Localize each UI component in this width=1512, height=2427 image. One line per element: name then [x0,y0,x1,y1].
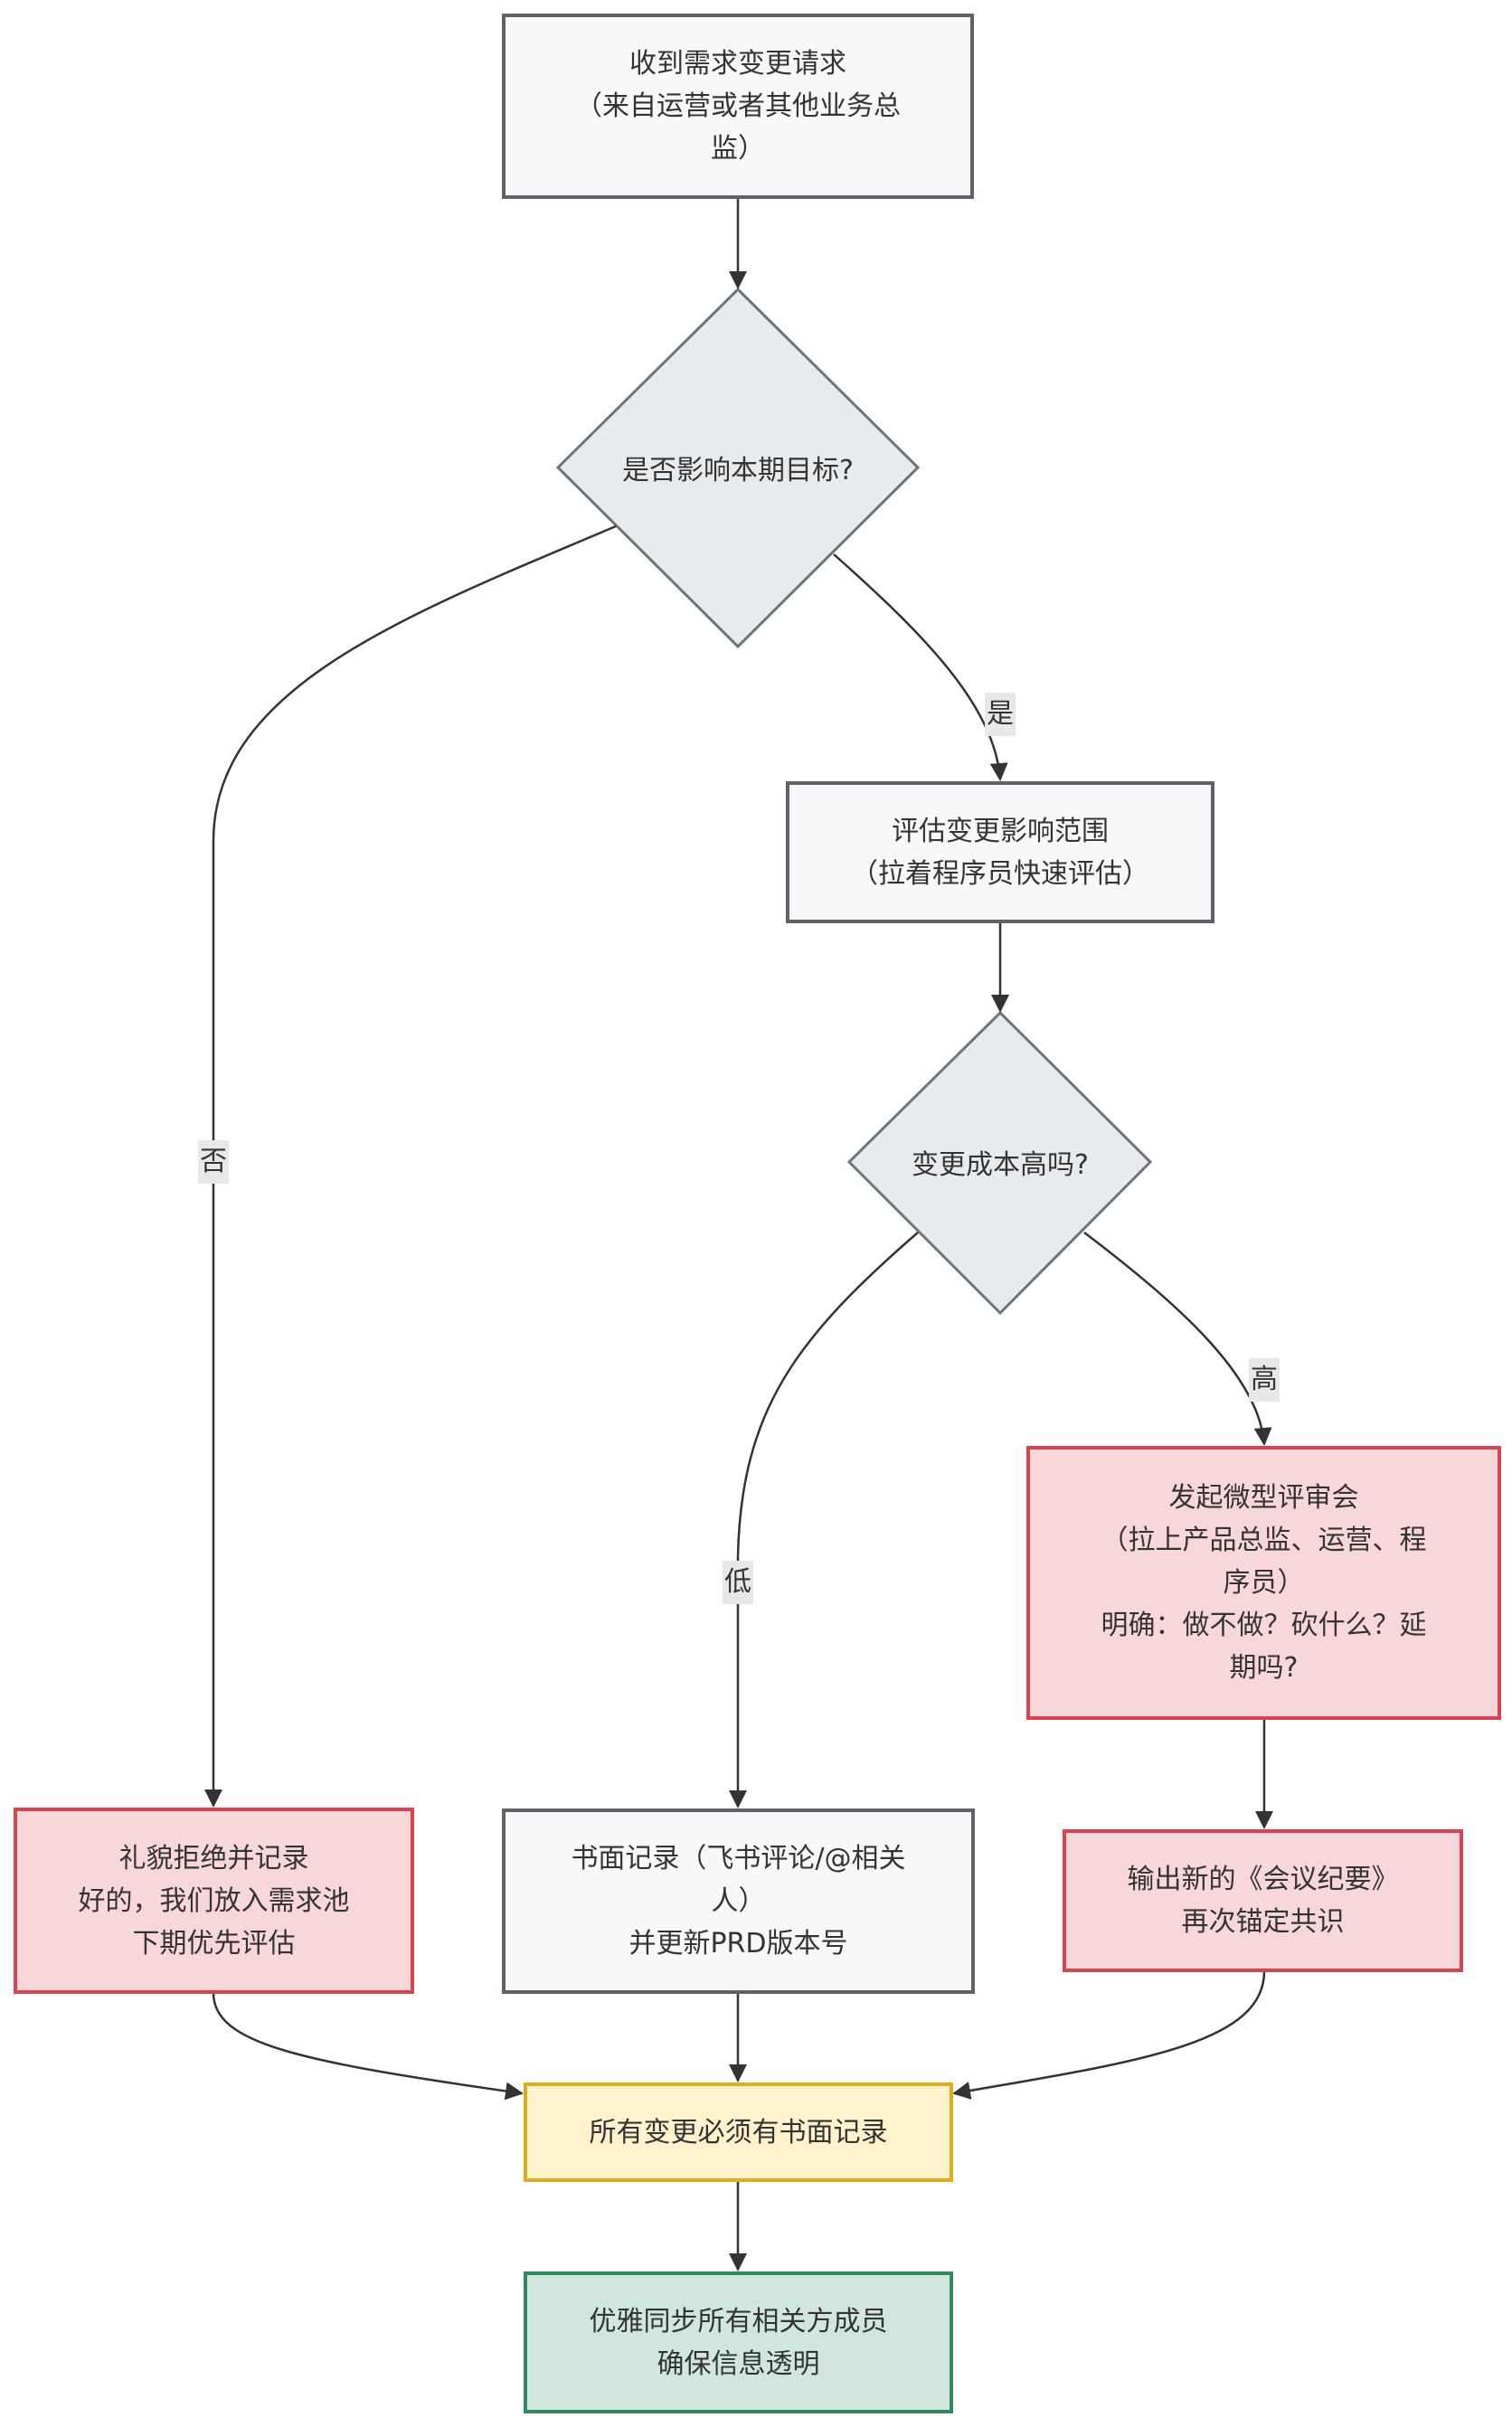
node-must-record-text: 所有变更必须有书面记录 [589,2116,888,2148]
edge-impact-to-reject [204,524,617,1808]
node-decision-cost-text: 变更成本高吗? [912,1149,1089,1181]
edge-label-yes: 是 [985,693,1016,736]
node-assess-text: 评估变更影响范围 （拉着程序员快速评估） [851,815,1149,890]
edge-minutes-to-record [952,1970,1266,2100]
edge-reject-to-record [212,1992,524,2101]
node-reject[interactable]: 礼貌拒绝并记录 好的，我们放入需求池 下期优先评估 [14,1808,414,1994]
node-written-record[interactable]: 书面记录（飞书评论/@相关 人） 并更新PRD版本号 [502,1808,975,1994]
edge-label-no: 否 [198,1140,229,1184]
node-start[interactable]: 收到需求变更请求 （来自运营或者其他业务总 监） [502,14,974,199]
node-minutes-text: 输出新的《会议纪要》 再次锚定共识 [1127,1864,1399,1938]
edge-label-low: 低 [723,1561,753,1604]
node-start-text: 收到需求变更请求 （来自运营或者其他业务总 监） [575,48,901,165]
decision-impact-shape[interactable] [555,287,921,649]
edge-cost-to-review [1083,1232,1272,1446]
node-decision-impact-text: 是否影响本期目标? [622,455,854,486]
edge-cost-to-written [729,1232,919,1808]
node-assess[interactable]: 评估变更影响范围 （拉着程序员快速评估） [786,781,1214,923]
node-written-record-text: 书面记录（飞书评论/@相关 人） 并更新PRD版本号 [571,1843,906,1960]
edge-impact-to-assess [833,553,1008,781]
node-reject-text: 礼貌拒绝并记录 好的，我们放入需求池 下期优先评估 [78,1842,350,1960]
node-sync[interactable]: 优雅同步所有相关方成员 确保信息透明 [524,2271,953,2413]
node-review-meeting[interactable]: 发起微型评审会 （拉上产品总监、运营、程 序员） 明确：做不做？砍什么？延 期吗… [1026,1446,1501,1720]
node-sync-text: 优雅同步所有相关方成员 确保信息透明 [589,2305,888,2380]
node-minutes[interactable]: 输出新的《会议纪要》 再次锚定共识 [1063,1829,1463,1972]
edge-label-high: 高 [1249,1358,1280,1402]
node-must-record[interactable]: 所有变更必须有书面记录 [524,2082,953,2182]
node-review-meeting-text: 发起微型评审会 （拉上产品总监、运营、程 序员） 明确：做不做？砍什么？延 期吗… [1101,1482,1427,1684]
decision-cost-shape[interactable] [846,1010,1153,1316]
